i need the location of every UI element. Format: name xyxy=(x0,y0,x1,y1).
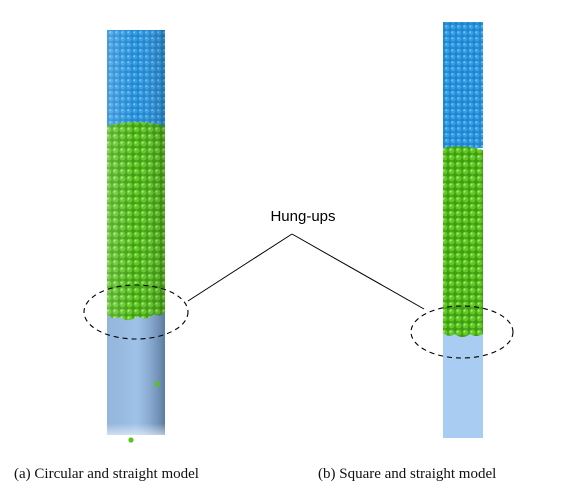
square-tube-empty-section xyxy=(443,332,483,438)
caption-circular-model: (a) Circular and straight model xyxy=(14,466,199,482)
square-tube-blue-particles xyxy=(443,22,483,148)
leader-line-right xyxy=(291,233,425,310)
hung-ups-label: Hung-ups xyxy=(270,208,335,225)
square-tube-green-particles xyxy=(443,146,483,337)
square-tube xyxy=(443,22,483,438)
leader-line-left xyxy=(187,233,293,302)
falling-particle xyxy=(128,437,134,443)
hung-ups-callout: Hung-ups xyxy=(83,208,514,359)
falling-particle xyxy=(154,381,160,387)
hung-up-marker-circular xyxy=(83,284,189,340)
circular-tube xyxy=(107,30,165,443)
caption-square-model: (b) Square and straight model xyxy=(318,466,497,482)
hung-up-marker-square xyxy=(410,305,514,359)
